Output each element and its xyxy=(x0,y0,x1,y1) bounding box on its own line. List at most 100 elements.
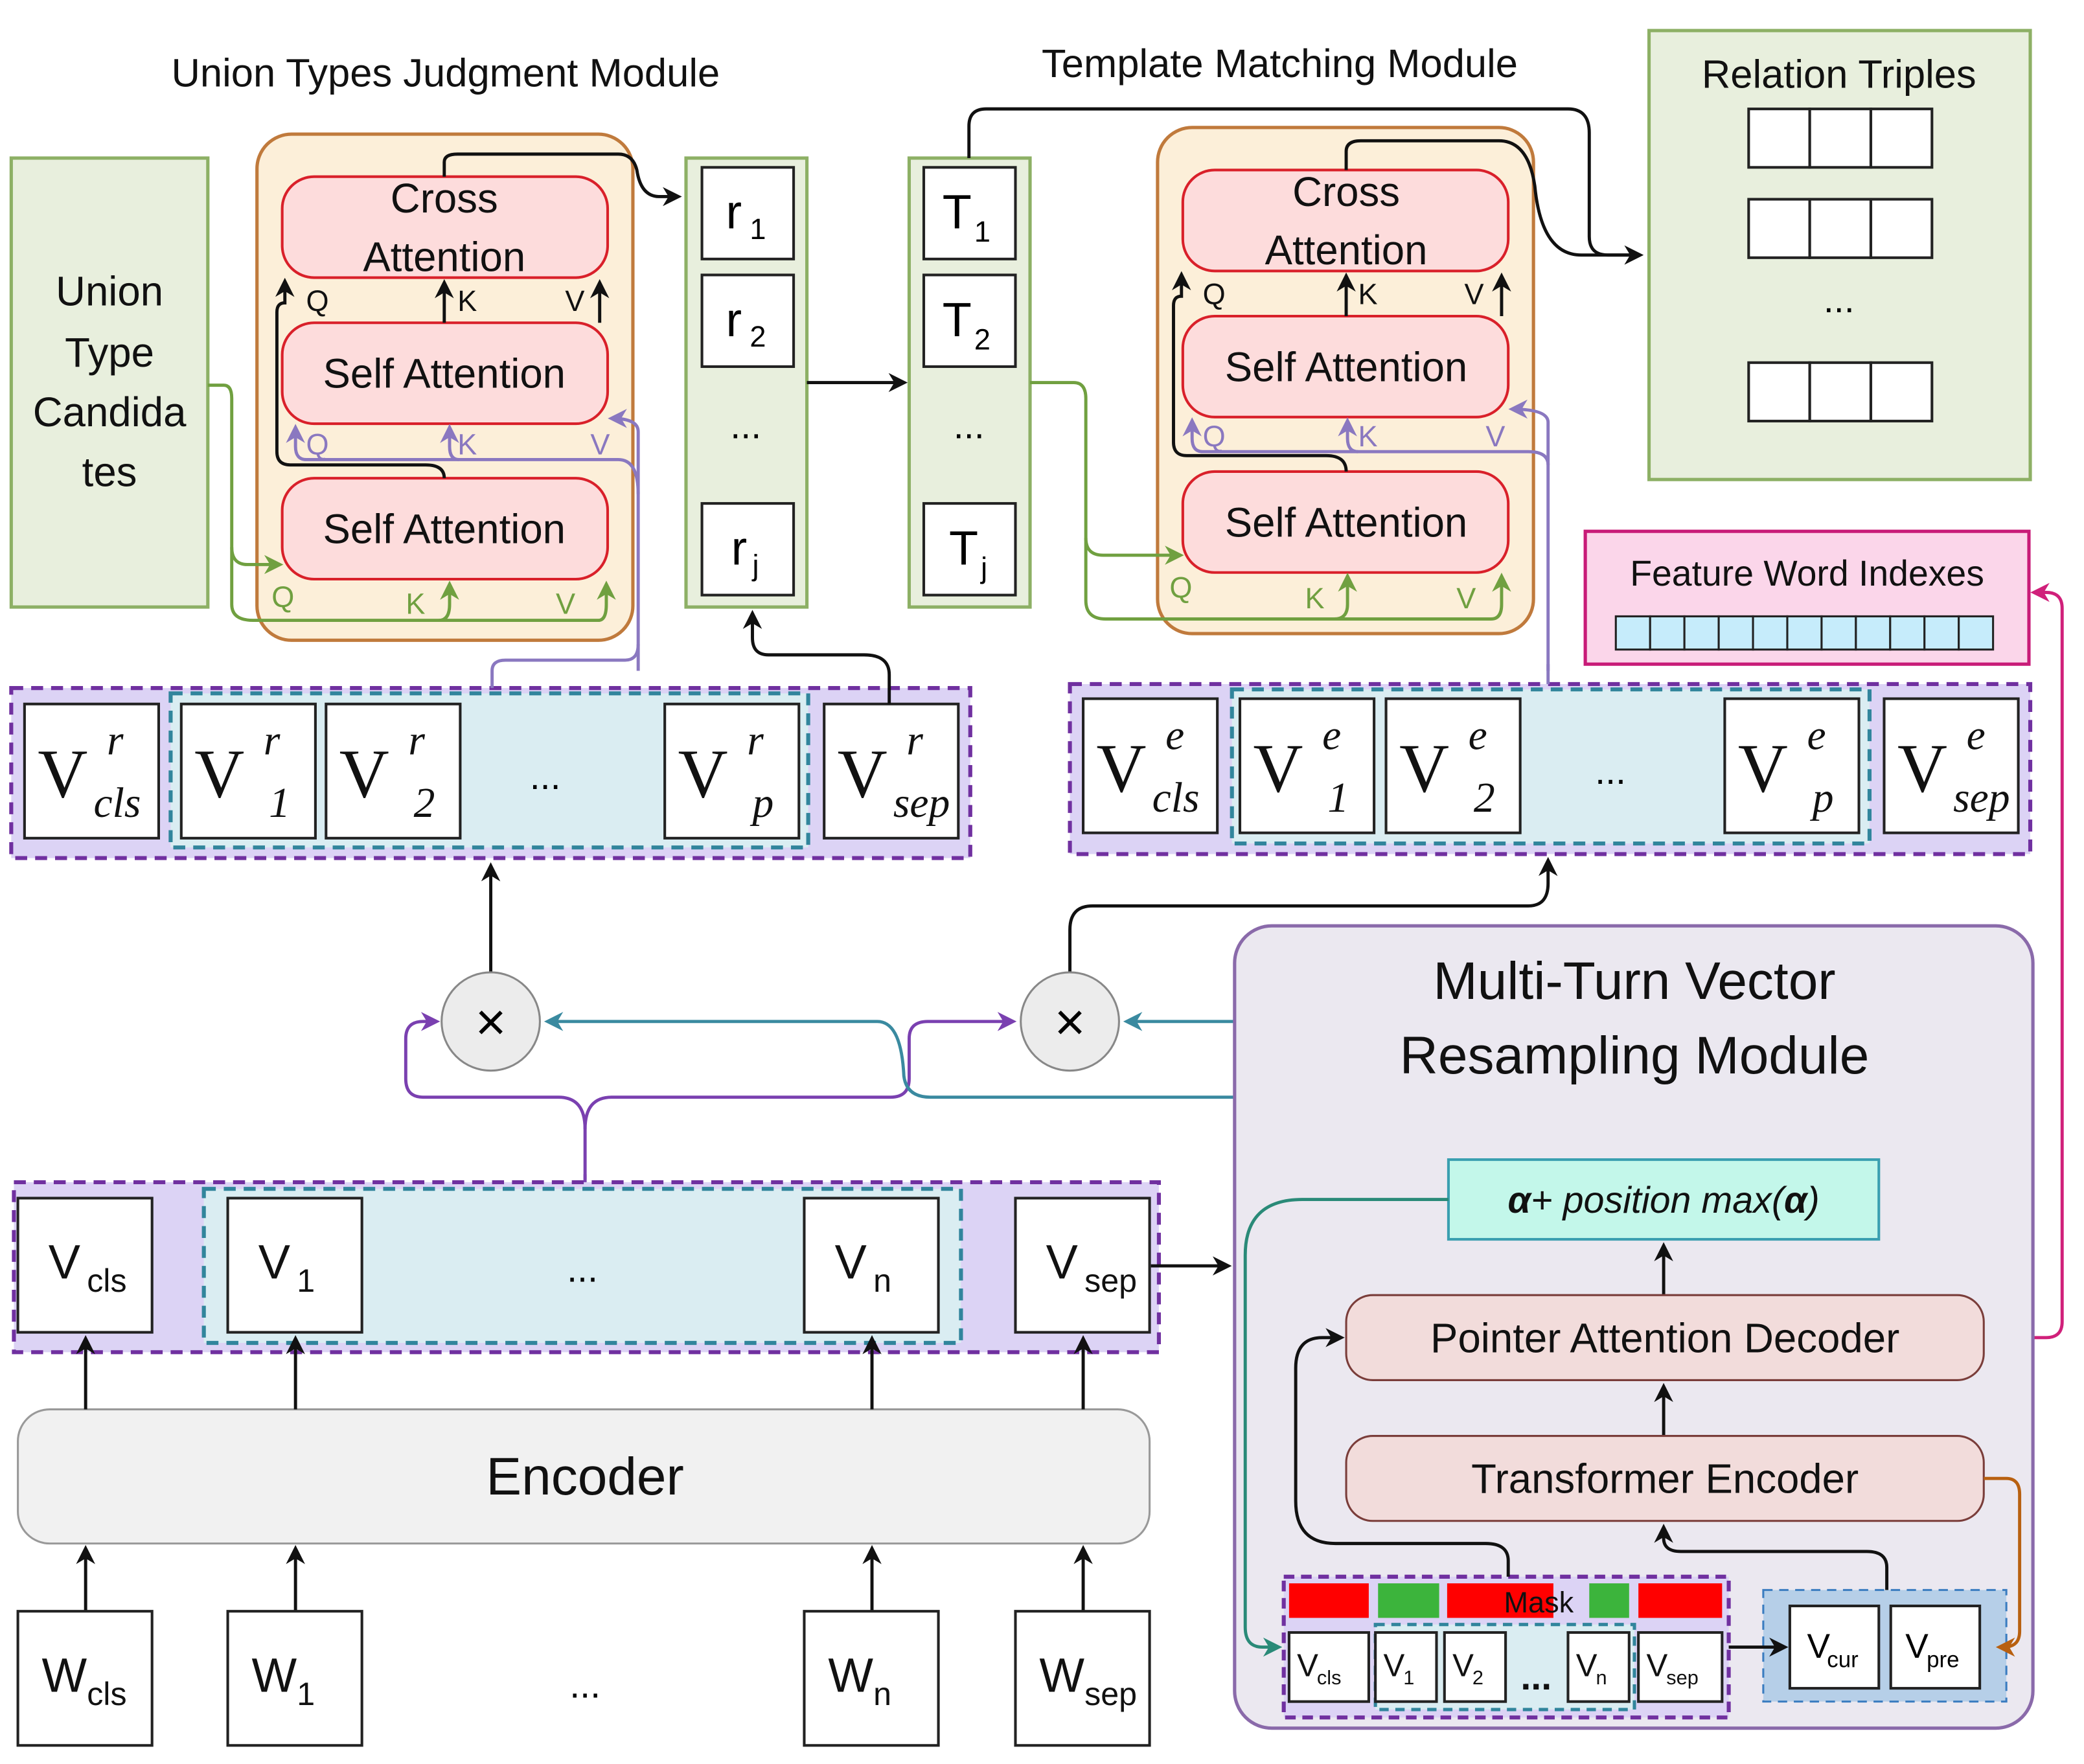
relation-item: r j xyxy=(700,502,796,597)
triple-cell xyxy=(1869,361,1934,423)
encoder-vector-sub: 1 xyxy=(297,1263,315,1299)
candidates-line-3: Candida xyxy=(33,389,187,435)
mt-vector-box: V1 xyxy=(1374,1631,1438,1703)
ve-vector-sup: e xyxy=(1165,712,1184,759)
ve-vector-base: V xyxy=(1738,731,1788,807)
vpre-base: V xyxy=(1905,1627,1929,1666)
ve-vector-base: V xyxy=(1399,731,1449,807)
feature-index-cell xyxy=(1889,615,1926,651)
template-sub: 2 xyxy=(974,323,990,356)
mt-vector-box: V2 xyxy=(1443,1631,1507,1703)
vr-vector-base: V xyxy=(838,736,887,812)
word-base: W xyxy=(1039,1648,1084,1702)
triples-ellipsis: ... xyxy=(1824,279,1855,321)
vcur-sub: cur xyxy=(1827,1647,1859,1672)
mt-vector-sub: sep xyxy=(1666,1666,1699,1689)
union-cross-attention-block: Cross Attention xyxy=(281,175,610,280)
template-base: T xyxy=(943,293,972,347)
k-label: K xyxy=(406,587,425,620)
mask-label: Mask xyxy=(1504,1586,1574,1619)
q-label: Q xyxy=(306,284,329,317)
relation-base: r xyxy=(726,185,742,239)
q-label: Q xyxy=(306,428,329,461)
self-attention-label: Self Attention xyxy=(323,507,566,553)
ve-ellipsis: ... xyxy=(1595,751,1626,792)
triple-cell xyxy=(1869,198,1934,259)
ve-vector-sub: 2 xyxy=(1474,775,1495,821)
triple-row xyxy=(1747,108,1934,169)
k-label: K xyxy=(457,428,477,461)
template-base: T xyxy=(943,185,972,239)
transformer-encoder-label: Transformer Encoder xyxy=(1471,1456,1859,1502)
self-attention-label: Self Attention xyxy=(323,351,566,397)
v-label: V xyxy=(590,428,610,461)
self-attention-label: Self Attention xyxy=(1225,499,1468,545)
word-ellipsis: ... xyxy=(569,1664,601,1706)
feature-index-cell xyxy=(1683,615,1720,651)
relation-sub: 1 xyxy=(750,212,766,246)
ve-vector-sup: e xyxy=(1469,712,1487,759)
ve-vector-sub: p xyxy=(1810,775,1834,821)
template-cross-attention-block: Cross Attention xyxy=(1181,168,1510,273)
feature-index-cell xyxy=(1958,615,1995,651)
q-label: Q xyxy=(271,580,294,613)
triple-cell xyxy=(1808,108,1873,169)
cross-attention-line-2: Attention xyxy=(1265,227,1428,273)
v-label: V xyxy=(1456,582,1476,615)
triple-row xyxy=(1747,361,1934,423)
vr-vector-sub: 1 xyxy=(269,780,290,827)
word-base: W xyxy=(828,1648,873,1702)
pointer-attention-decoder-label: Pointer Attention Decoder xyxy=(1430,1315,1899,1361)
vr-vector-sup: r xyxy=(747,718,764,764)
template-matching-module: Cross Attention Self Attention Self Atte… xyxy=(1030,126,1550,671)
relation-item: r 1 xyxy=(700,166,796,260)
union-self-attention-top: Self Attention xyxy=(281,321,610,426)
feature-index-cell xyxy=(1855,615,1892,651)
template-list: T 1 T 2 ... T j xyxy=(907,156,1032,609)
relation-base: r xyxy=(731,521,748,575)
mt-vector-base: V xyxy=(1297,1648,1318,1684)
encoder-label: Encoder xyxy=(486,1447,683,1506)
k-label: K xyxy=(1305,582,1324,615)
v-label: V xyxy=(1465,278,1484,311)
vector-ellipsis: ... xyxy=(567,1249,598,1290)
vcur-base: V xyxy=(1807,1627,1831,1666)
self-attention-label: Self Attention xyxy=(1225,344,1468,390)
union-self-attention-bottom: Self Attention xyxy=(281,477,610,581)
ve-vector-sub: 1 xyxy=(1327,775,1349,821)
ve-vector-sub: cls xyxy=(1152,775,1200,821)
triple-row xyxy=(1747,198,1934,259)
encoder-vector-sub: cls xyxy=(87,1263,126,1299)
mask-cell-red xyxy=(1447,1583,1553,1618)
transformer-encoder: Transformer Encoder xyxy=(1345,1435,1985,1522)
vcur-vpre-group: V cur V pre xyxy=(1762,1588,2008,1703)
word-base: W xyxy=(42,1648,87,1702)
encoder-vector-base: V xyxy=(1046,1235,1078,1289)
ve-vector-base: V xyxy=(1897,731,1947,807)
mask-bar xyxy=(1288,1583,1723,1618)
vr-vector-sub: 2 xyxy=(414,780,435,827)
vr-vector-sup: r xyxy=(107,718,124,764)
template-sub: j xyxy=(979,551,987,584)
template-item: T j xyxy=(922,502,1017,597)
q-label: Q xyxy=(1203,420,1226,453)
multiply-icon: × xyxy=(475,993,507,1052)
union-module-title: Union Types Judgment Module xyxy=(171,51,720,95)
v-label: V xyxy=(556,587,575,620)
word-sub: n xyxy=(873,1676,891,1712)
candidates-line-4: tes xyxy=(82,449,137,495)
multi-turn-title-line-1: Multi-Turn Vector xyxy=(1433,952,1835,1011)
